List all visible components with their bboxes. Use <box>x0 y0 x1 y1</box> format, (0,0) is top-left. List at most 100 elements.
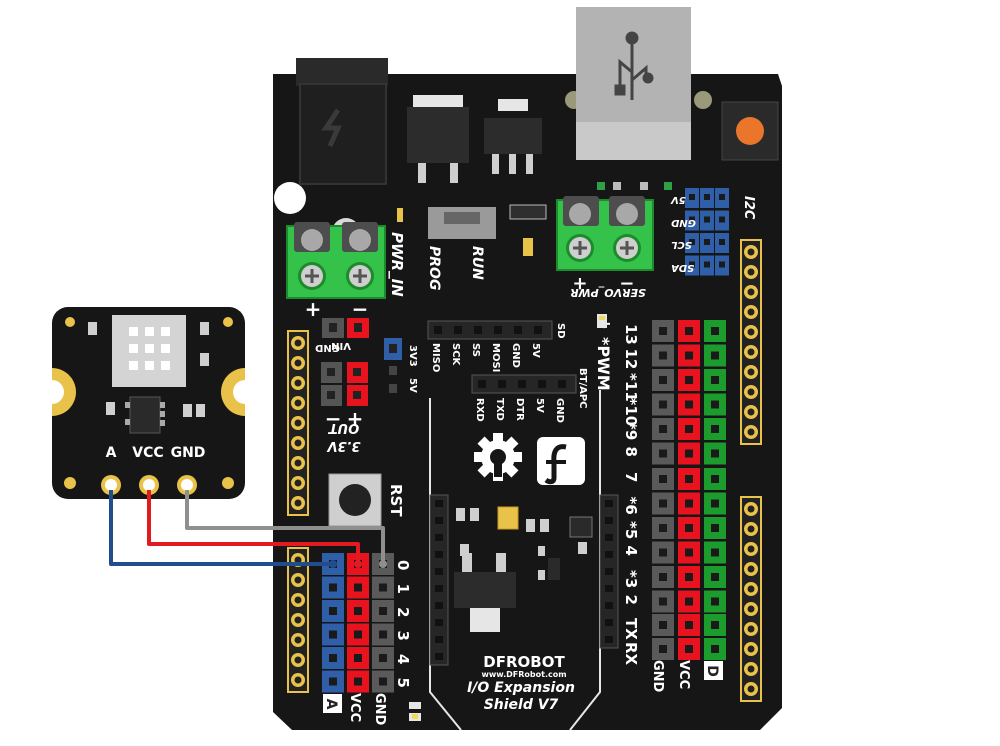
pwr-in-minus: − <box>352 297 369 321</box>
out-minus: − <box>325 408 342 432</box>
analog-number: 3 <box>394 631 412 641</box>
fritzing-logo-icon <box>537 437 585 485</box>
mounting-hole <box>274 182 306 214</box>
amplifier-chip <box>125 396 165 434</box>
spi-labels: MISO SCK SS MOSI GND 5V <box>430 343 541 372</box>
spi-label: 5V <box>530 343 541 358</box>
io-expansion-shield: + − PWR_IN PROG RUN + − SERVO_PWR <box>273 7 782 731</box>
digital-vcc-pin <box>678 393 700 416</box>
power-header <box>287 330 309 516</box>
digital-gnd-pin <box>652 442 674 465</box>
spi-label: MISO <box>430 343 441 372</box>
bt-pin-row <box>471 374 577 394</box>
digital-pin-number: 7 <box>622 472 640 482</box>
digital-vcc-pin <box>678 590 700 613</box>
bt-header <box>471 374 577 394</box>
analog-header-strip <box>287 547 309 693</box>
digital-pin-number: 8 <box>622 447 640 457</box>
i2c-pin-5v: 5V <box>670 194 686 205</box>
analog-signal-pin <box>322 623 344 646</box>
digital-vcc-pin <box>678 442 700 465</box>
digital-vcc-pin <box>678 492 700 515</box>
pwr-in-label: PWR_IN <box>388 232 406 297</box>
digital-vcc-pin <box>678 369 700 391</box>
middle-header-right <box>599 494 619 649</box>
vin-label: VIN <box>331 340 351 351</box>
v33-out-header <box>321 362 368 406</box>
digital-signal-pin <box>704 614 726 636</box>
digital-signal-pin <box>704 442 726 465</box>
analog-vcc-pin <box>347 647 369 669</box>
digital-pin-number: *5 <box>622 521 640 539</box>
digital-gnd-pin <box>652 393 674 416</box>
i2c-header <box>685 188 729 276</box>
digital-gnd-pin <box>652 638 674 660</box>
module-pin-vcc-label: VCC <box>132 445 163 461</box>
spi-label: MOSI <box>490 343 501 372</box>
digital-header-lower <box>740 496 762 702</box>
digital-vcc-pin <box>678 320 700 342</box>
module-pin-a <box>101 475 121 495</box>
module-pin-gnd <box>177 475 197 495</box>
digital-gnd-pin <box>652 369 674 391</box>
digital-pin-number: 2 <box>622 595 640 605</box>
digital-vcc-pin <box>678 517 700 539</box>
servo-pwr-terminal <box>556 196 654 271</box>
bt-label: DTR <box>514 398 525 421</box>
analog-number: 2 <box>394 607 412 617</box>
spi-label: GND <box>510 343 521 368</box>
i2c-pin <box>715 255 729 276</box>
digital-signal-pin <box>704 492 726 515</box>
usb-connector <box>565 7 712 160</box>
digital-signal-pin <box>704 393 726 416</box>
analog-gnd-pin <box>372 576 394 599</box>
digital-gnd-pin <box>652 517 674 539</box>
digital-signal-pin <box>704 418 726 440</box>
module-pin-a-label: A <box>106 445 117 461</box>
analog-sensor-module: A VCC GND <box>40 307 257 499</box>
middle-headers <box>429 494 619 666</box>
digital-pin-number: TX <box>622 618 640 640</box>
digital-signal-pin <box>704 566 726 588</box>
analog-signal-pin <box>322 670 344 693</box>
servo-plus: + <box>572 273 587 294</box>
lightning-icon <box>321 108 342 148</box>
v5-label: 5V <box>407 378 418 393</box>
i2c-pin <box>685 210 699 231</box>
i2c-pin-scl: SCL <box>671 239 692 250</box>
gas-sensor-element <box>112 315 186 387</box>
shield-name-line1: I/O Expansion <box>467 680 575 696</box>
i2c-pin <box>715 233 729 253</box>
digital-vcc-pin <box>678 614 700 636</box>
regulator-bottom <box>454 553 516 632</box>
digital-gvs-header <box>652 320 726 660</box>
i2c-pin <box>685 233 699 253</box>
middle-header-left <box>429 494 449 666</box>
analog-gnd-label: GND <box>372 693 387 726</box>
rst-label: RST <box>387 484 405 517</box>
analog-gnd-pin <box>372 623 394 646</box>
digital-gnd-pin <box>652 614 674 636</box>
servo-pwr-label: SERVO_PWR <box>570 286 646 299</box>
digital-pin-number: *10 <box>622 398 640 427</box>
analog-vcc-pin <box>347 576 369 599</box>
run-label: RUN <box>469 246 485 280</box>
digital-gnd-pin <box>652 590 674 613</box>
digital-vcc-pin <box>678 566 700 588</box>
i2c-label: I2C <box>741 196 756 220</box>
i2c-pin <box>700 210 714 231</box>
module-pin-gnd-label: GND <box>171 445 206 461</box>
digital-signal-pin <box>704 517 726 539</box>
pwr-in-terminal <box>286 222 386 299</box>
spi-label: SS <box>470 343 481 357</box>
brand-website: www.DFRobot.com <box>481 670 566 679</box>
digital-vcc-pin <box>678 541 700 564</box>
analog-gnd-pin <box>372 647 394 669</box>
arduino-digital-headers <box>740 239 762 702</box>
spi-label: SCK <box>450 343 461 367</box>
digital-d-badge <box>704 661 723 680</box>
digital-signal-pin <box>704 320 726 342</box>
analog-vcc-pin <box>347 600 369 622</box>
